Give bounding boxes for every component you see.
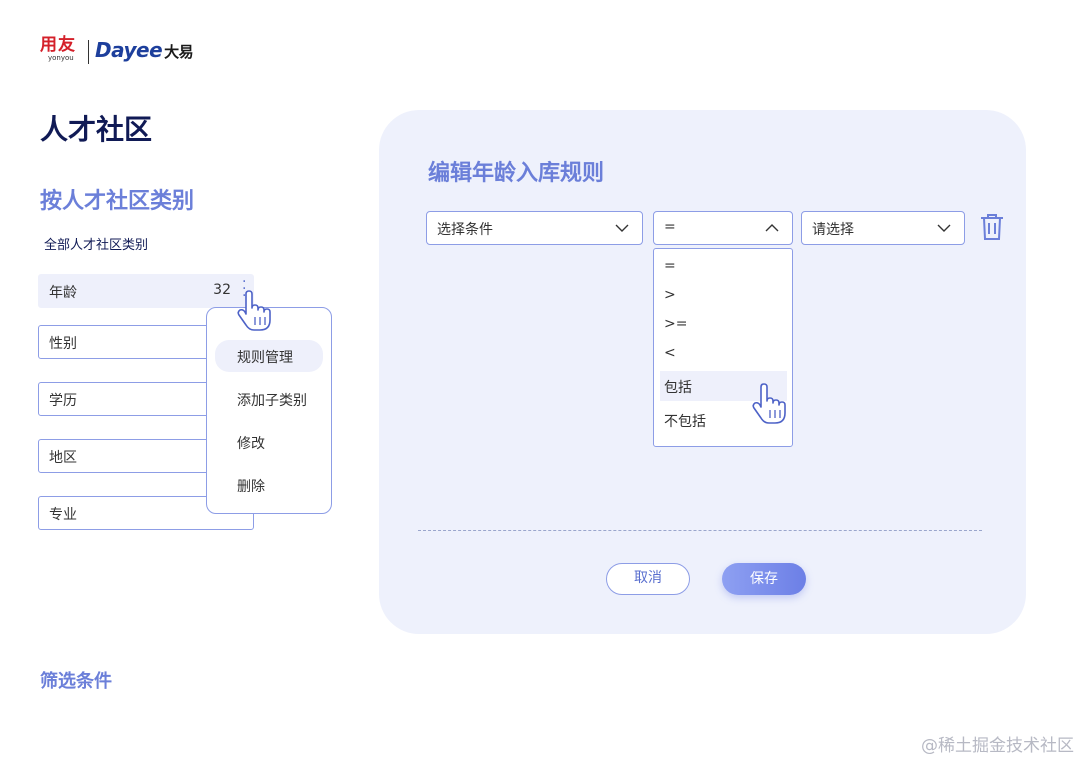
category-context-menu: 规则管理 添加子类别 修改 删除 — [206, 307, 332, 514]
condition-select[interactable]: 选择条件 — [426, 211, 643, 245]
category-label: 年龄 — [49, 285, 77, 301]
dayee-logo-cn: 大易 — [164, 43, 194, 61]
logo-divider — [88, 40, 89, 64]
dashed-divider — [418, 530, 982, 531]
pointer-hand-icon — [236, 290, 272, 332]
trash-icon[interactable] — [980, 214, 1004, 244]
option-greater-equal[interactable]: >= — [664, 316, 688, 332]
category-label: 地区 — [49, 450, 77, 466]
operator-select-value: = — [664, 219, 676, 235]
category-label: 性别 — [49, 336, 77, 352]
yonyou-logo-text: 用友 — [40, 35, 76, 55]
chevron-down-icon — [937, 224, 951, 232]
condition-select-value: 选择条件 — [437, 222, 493, 238]
option-exclude[interactable]: 不包括 — [664, 414, 706, 430]
watermark: @稀土掘金技术社区 — [921, 736, 1074, 756]
yonyou-logo: 用友 yonyou — [40, 36, 80, 62]
value-select[interactable]: 请选择 — [801, 211, 965, 245]
option-greater[interactable]: > — [664, 287, 676, 303]
option-less[interactable]: < — [664, 345, 676, 361]
panel-title: 编辑年龄入库规则 — [428, 161, 605, 186]
all-categories-link[interactable]: 全部人才社区类别 — [44, 238, 149, 253]
category-count: 32 — [213, 282, 231, 298]
more-vertical-icon[interactable]: ··· — [242, 274, 247, 304]
category-item-age[interactable]: 年龄 32 ··· — [38, 274, 254, 308]
category-label: 学历 — [49, 393, 77, 409]
value-select-placeholder: 请选择 — [812, 222, 854, 238]
menu-item-edit[interactable]: 修改 — [237, 436, 265, 452]
chevron-up-icon — [765, 224, 779, 232]
option-equal[interactable]: = — [664, 258, 676, 274]
filter-conditions-label: 筛选条件 — [40, 671, 112, 692]
section-title: 按人才社区类别 — [40, 189, 195, 214]
save-button[interactable]: 保存 — [722, 563, 806, 595]
menu-item-delete[interactable]: 删除 — [237, 479, 265, 495]
operator-select[interactable]: = — [653, 211, 793, 245]
menu-item-add-subcategory[interactable]: 添加子类别 — [237, 393, 307, 409]
category-label: 专业 — [49, 507, 77, 523]
menu-item-rule-management[interactable]: 规则管理 — [215, 340, 323, 372]
chevron-down-icon — [615, 224, 629, 232]
page-title: 人才社区 — [40, 113, 153, 146]
yonyou-logo-subtext: yonyou — [48, 54, 74, 62]
pointer-hand-icon — [751, 383, 787, 425]
cancel-button[interactable]: 取消 — [606, 563, 690, 595]
dayee-logo-text: Dayee — [95, 38, 163, 62]
